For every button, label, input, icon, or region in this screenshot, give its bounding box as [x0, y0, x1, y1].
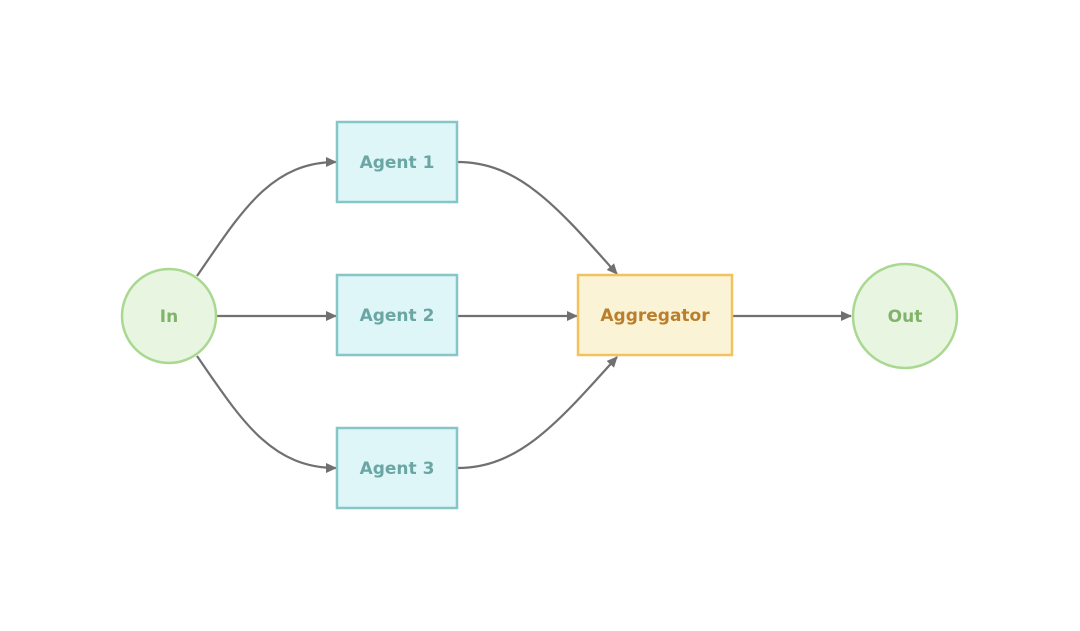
node-aggregator-label: Aggregator — [600, 306, 710, 326]
node-out-label: Out — [888, 307, 923, 327]
node-agent-2-shape — [335, 273, 459, 357]
node-aggregator-shape — [576, 273, 734, 357]
edge-agent3-to-aggregator — [457, 356, 618, 470]
node-agent-2[interactable]: Agent 2 — [335, 273, 459, 357]
node-out-shape — [851, 262, 959, 370]
edge-agent1-to-aggregator — [457, 160, 618, 275]
edge-in-to-agent3 — [196, 355, 337, 473]
node-agent-3-label: Agent 3 — [360, 459, 435, 479]
node-agent-2-label: Agent 2 — [360, 306, 435, 326]
node-agent-1[interactable]: Agent 1 — [335, 120, 459, 204]
node-out[interactable]: Out — [851, 262, 959, 370]
node-in[interactable]: In — [120, 267, 218, 365]
node-in-shape — [120, 267, 218, 365]
node-agent-1-label: Agent 1 — [360, 153, 435, 173]
edge-in-to-agent1 — [196, 157, 337, 277]
node-agent-3-shape — [335, 426, 459, 510]
node-agent-3[interactable]: Agent 3 — [335, 426, 459, 510]
node-aggregator[interactable]: Aggregator — [576, 273, 734, 357]
node-in-label: In — [160, 307, 178, 327]
node-agent-1-shape — [335, 120, 459, 204]
